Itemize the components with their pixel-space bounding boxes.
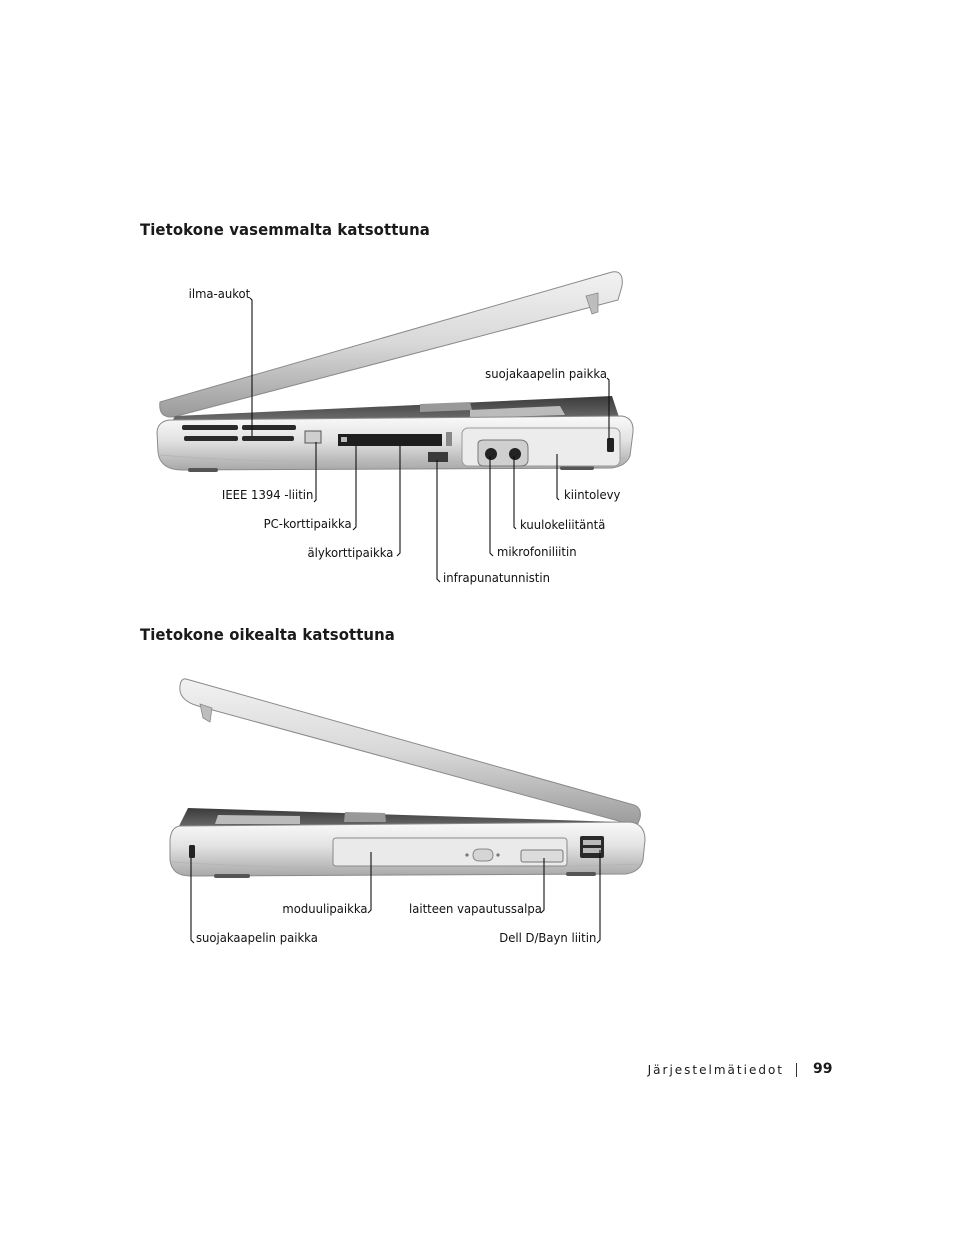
callout-pc-card: PC-korttipaikka [263,516,352,531]
footer-section-name: Järjestelmätiedot [647,1063,784,1077]
right-view-dbay-connector [580,836,604,858]
callout-infrared: infrapunatunnistin [443,570,550,585]
right-view-base [169,821,646,878]
left-view-microphone-jack [485,448,497,460]
callout-module-bay: moduulipaikka [282,901,368,916]
callout-dbay: Dell D/Bayn liitin [498,930,596,945]
footer-separator [796,1063,797,1077]
callout-smart-card: älykorttipaikka [307,545,393,560]
callout-security-slot-right: suojakaapelin paikka [196,930,318,945]
left-view-ieee1394-port [304,430,322,444]
right-view-release-latch [520,849,564,863]
page-number: 99 [813,1061,833,1077]
left-view-infrared-window [428,452,448,462]
left-view-headphone-jack [509,448,521,460]
right-view-lid [179,678,641,827]
callout-ieee1394: IEEE 1394 -liitin [221,487,313,502]
callout-security-slot-left: suojakaapelin paikka [485,366,607,381]
left-view-base [156,415,634,472]
callout-vents: ilma-aukot [188,286,250,301]
left-view-vents [182,425,296,441]
callout-headphone: kuulokeliitäntä [520,517,606,532]
callout-microphone: mikrofoniliitin [497,544,577,559]
callout-hard-drive: kiintolevy [564,487,621,502]
right-view-heading: Tietokone oikealta katsottuna [140,625,395,644]
left-view-heading: Tietokone vasemmalta katsottuna [140,220,430,239]
right-view-module-bay [332,837,568,867]
left-view-security-slot [607,438,614,452]
right-view-security-slot [189,845,195,858]
left-view-pc-card-slot [338,434,442,446]
callout-release-latch: laitteen vapautussalpa [409,901,542,916]
